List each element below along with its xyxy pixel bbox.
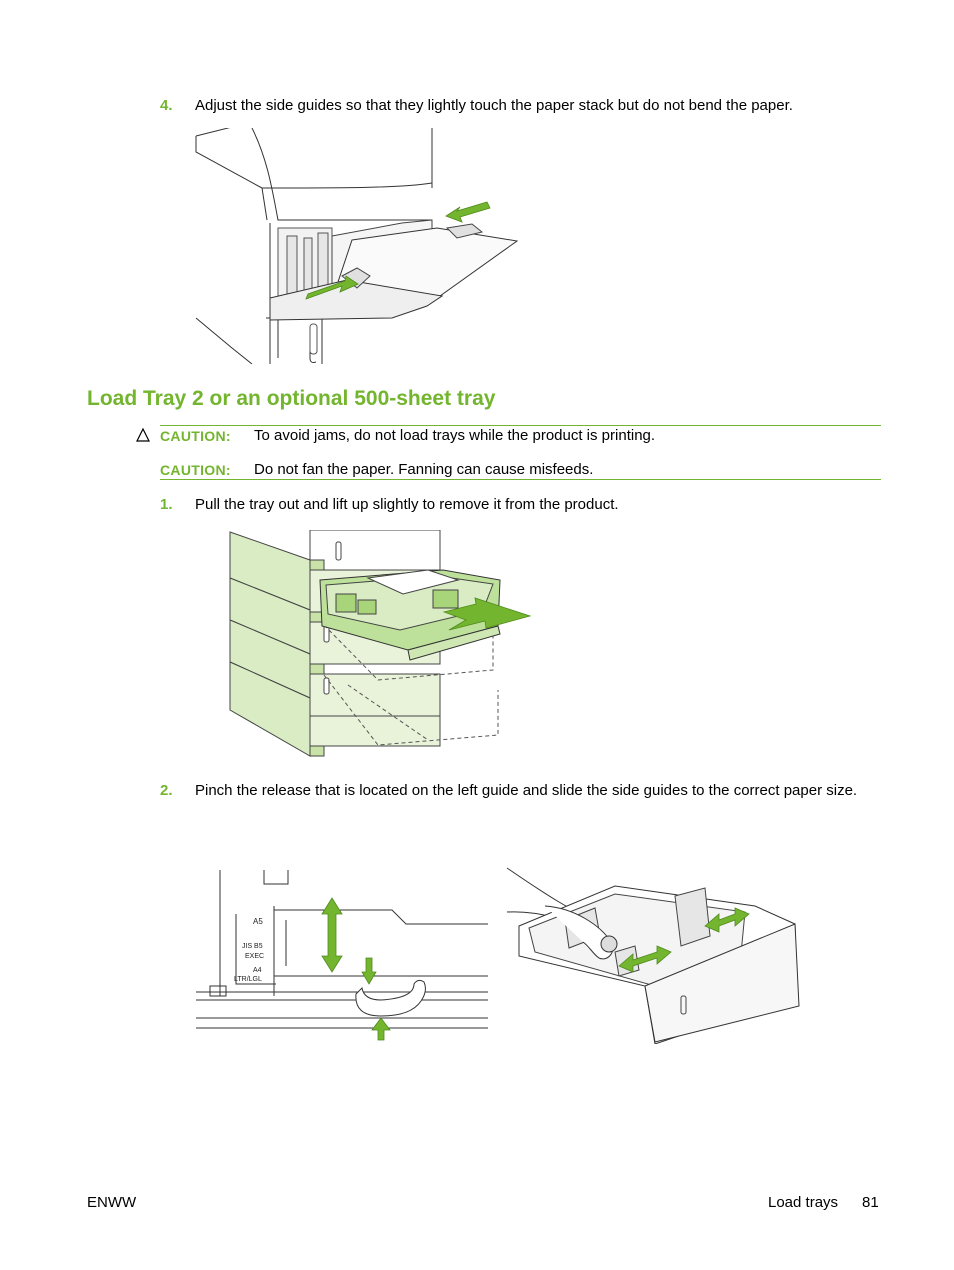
guide-label-exec: EXEC [245,953,264,960]
step-number: 2. [160,782,173,799]
pull-arrow-icon [442,597,532,631]
guide-label-a5: A5 [253,917,263,926]
caution-text: To avoid jams, do not load trays while t… [254,427,656,444]
page-number: 81 [862,1194,879,1211]
guide-label-jis-b5: JIS B5 [242,943,263,950]
caution-text: Do not fan the paper. Fanning can cause … [254,461,594,478]
caution-top-rule [160,425,881,426]
pinch-arrow-up-icon [371,1017,391,1041]
pinch-arrow-down-icon [361,957,377,985]
caution-label: CAUTION: [160,428,231,444]
vertical-slide-arrow-icon [321,897,343,973]
guide-label-a4: A4 [253,967,262,974]
caution-label: CAUTION: [160,462,231,478]
section-title: Load Tray 2 or an optional 500-sheet tra… [87,387,496,410]
footer-left: ENWW [87,1194,137,1211]
caution-bottom-rule [160,479,881,480]
footer-section: Load trays [768,1194,839,1211]
step-text: Pull the tray out and lift up slightly t… [195,496,619,513]
guide-release-closeup-illustration: A5 JIS B5 EXEC A4 LTR/LGL [196,870,488,1041]
guide-slide-arrow-icon [618,945,672,973]
step-number: 1. [160,496,173,513]
guide-pinch-tray-illustration [506,867,800,1044]
tray-removal-illustration [229,530,532,757]
step-number: 4. [160,97,173,114]
guide-label-ltr-lgl: LTR/LGL [234,976,262,983]
mp-tray-guides-illustration [195,128,519,364]
caution-triangle-icon [136,428,150,442]
step-text: Adjust the side guides so that they ligh… [195,97,793,114]
step-text: Pinch the release that is located on the… [195,782,858,799]
guide-arrow-icon [305,275,359,300]
guide-arrow-icon [445,201,491,223]
guide-slide-arrow-icon [704,907,750,933]
